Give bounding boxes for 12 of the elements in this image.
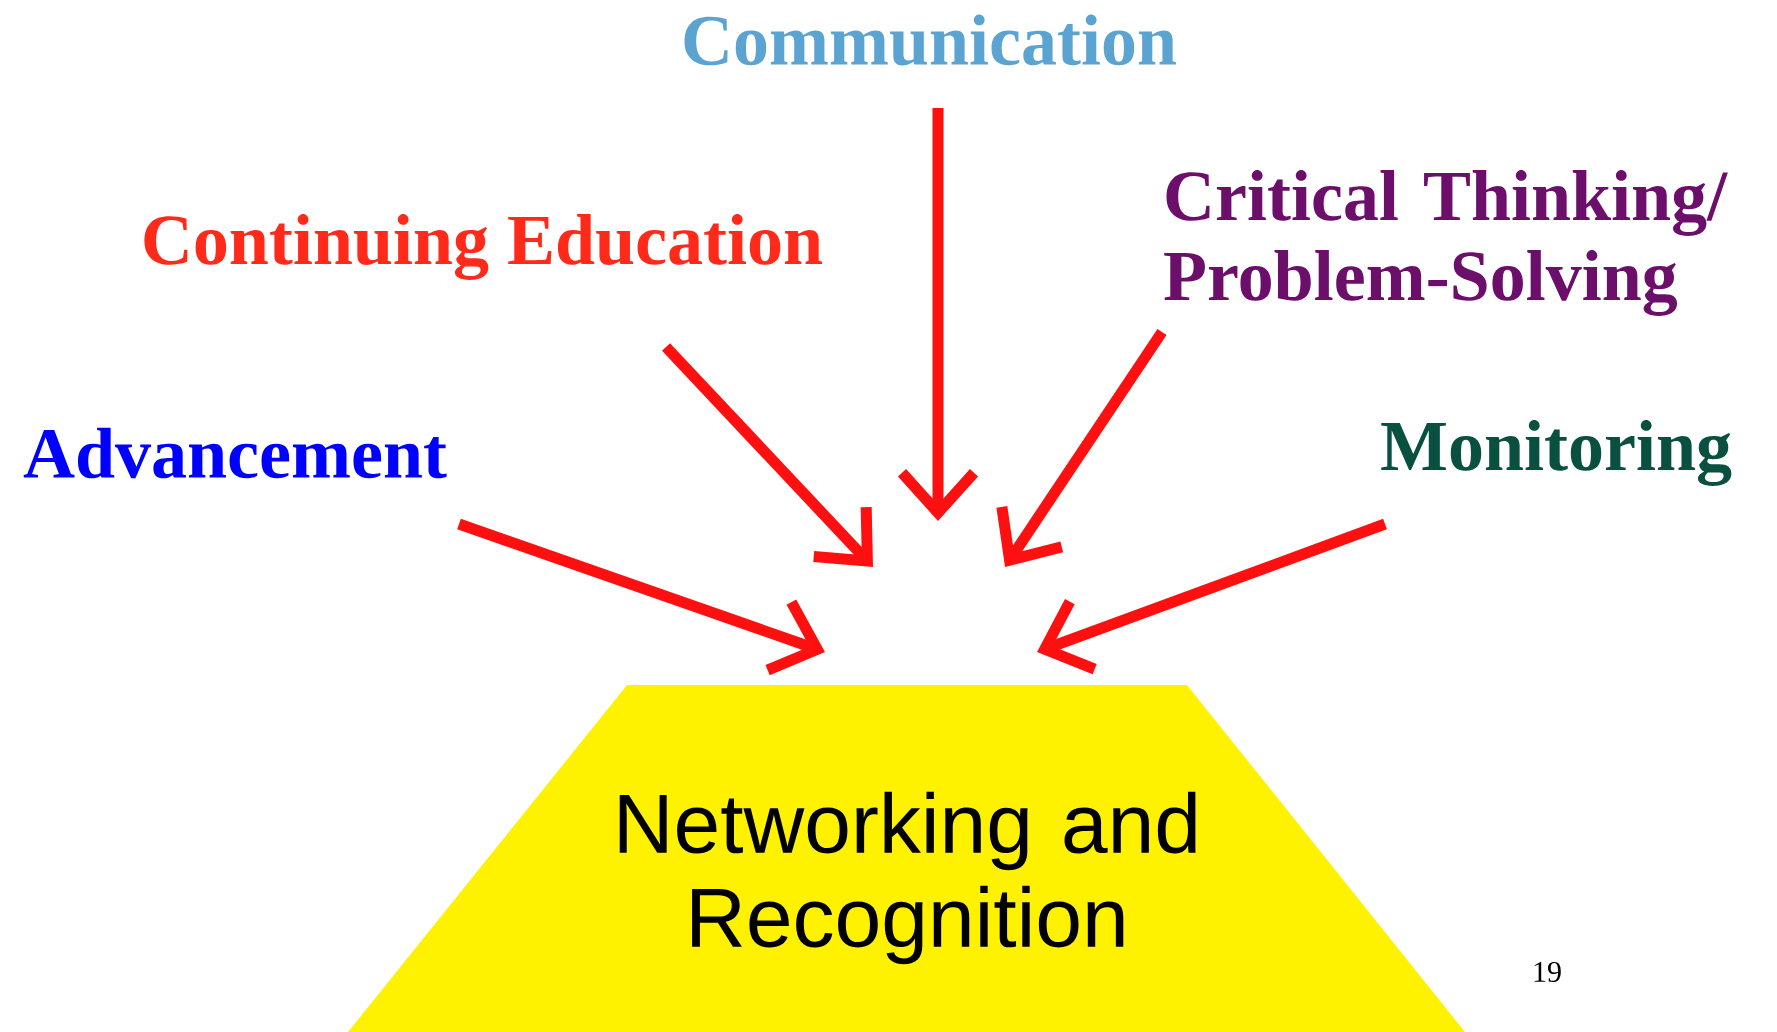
node-label: Critical Thinking/ Problem-Solving [1164,170,1728,316]
node-label: Advancement [23,427,447,479]
node-label: Continuing Education [144,214,822,280]
arrow [996,328,1167,567]
node-label: Communication [684,14,1176,66]
arrow [897,108,979,521]
arrow [662,343,873,567]
page-number: 19 [1534,961,1561,983]
arrow [457,518,825,676]
node-label: Monitoring [1381,420,1732,486]
arrow [1037,518,1387,675]
trapezoid: Networking and Recognition [348,685,1465,1032]
